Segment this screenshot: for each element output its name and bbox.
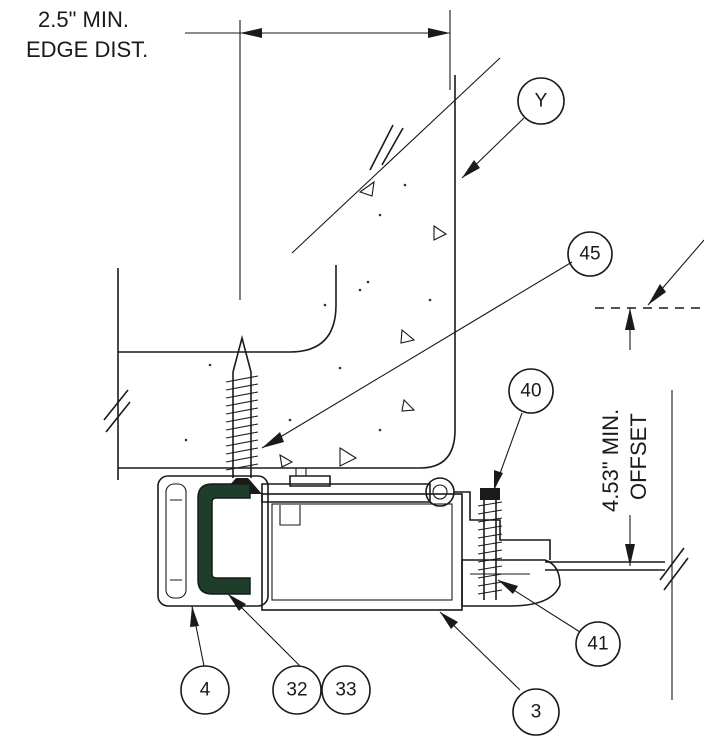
callout-4-label: 4 — [200, 680, 211, 701]
callout-45-label: 45 — [579, 244, 600, 265]
callout-41-bubble — [575, 621, 621, 667]
offset-label: 4.53" MIN. OFFSET — [598, 409, 651, 512]
anchor-screw — [222, 334, 262, 494]
callout-33-bubble — [321, 665, 371, 715]
callout-y-bubble — [517, 77, 565, 125]
offset-arrow-bottom — [625, 544, 635, 566]
callout-32-label: 32 — [286, 680, 307, 701]
leader-4-arrow — [190, 606, 199, 627]
offset-leader-arrow — [648, 284, 666, 305]
callout-33-label: 33 — [335, 680, 356, 701]
callout-3-label: 3 — [531, 702, 542, 723]
offset-arrow-top — [625, 308, 635, 330]
break-mark-left — [103, 389, 131, 433]
leader-32-33-arrow — [228, 594, 246, 611]
callout-45-bubble — [567, 231, 613, 277]
callout-32-bubble — [272, 665, 322, 715]
leader-40-arrow — [494, 470, 503, 490]
offset-label-1: 4.53" MIN. — [598, 409, 623, 512]
leader-45 — [261, 261, 573, 449]
glazing-screw-40 — [477, 488, 503, 600]
glazing-adapter — [425, 477, 561, 607]
callout-3-bubble — [512, 688, 560, 736]
callout-40-bubble — [508, 368, 554, 414]
frame-member-4 — [157, 475, 269, 607]
leader-41-arrow — [498, 580, 518, 594]
break-mark-top — [369, 124, 404, 171]
main-tube-3 — [261, 467, 463, 611]
callout-40-label: 40 — [520, 381, 541, 402]
slab-outline — [118, 75, 456, 469]
edge-dist-arrow-right — [428, 28, 450, 38]
leader-45-arrow — [262, 432, 284, 448]
concrete-aggregate — [184, 180, 448, 468]
slab-break-line — [291, 57, 501, 254]
slab-top-edge — [118, 265, 337, 353]
gasket-32-33 — [197, 483, 251, 595]
break-mark-right — [659, 547, 689, 591]
callout-41-label: 41 — [587, 634, 608, 655]
leader-y-arrow — [462, 160, 480, 178]
edge-dist-label-1: 2.5" MIN. — [38, 7, 129, 32]
offset-label-2: OFFSET — [626, 413, 651, 500]
leader-3-arrow — [440, 612, 458, 629]
edge-dist-label-2: EDGE DIST. — [26, 37, 148, 62]
callout-4-bubble — [180, 665, 230, 715]
callout-y-label: Y — [535, 91, 548, 112]
edge-dist-arrow-left — [240, 28, 262, 38]
